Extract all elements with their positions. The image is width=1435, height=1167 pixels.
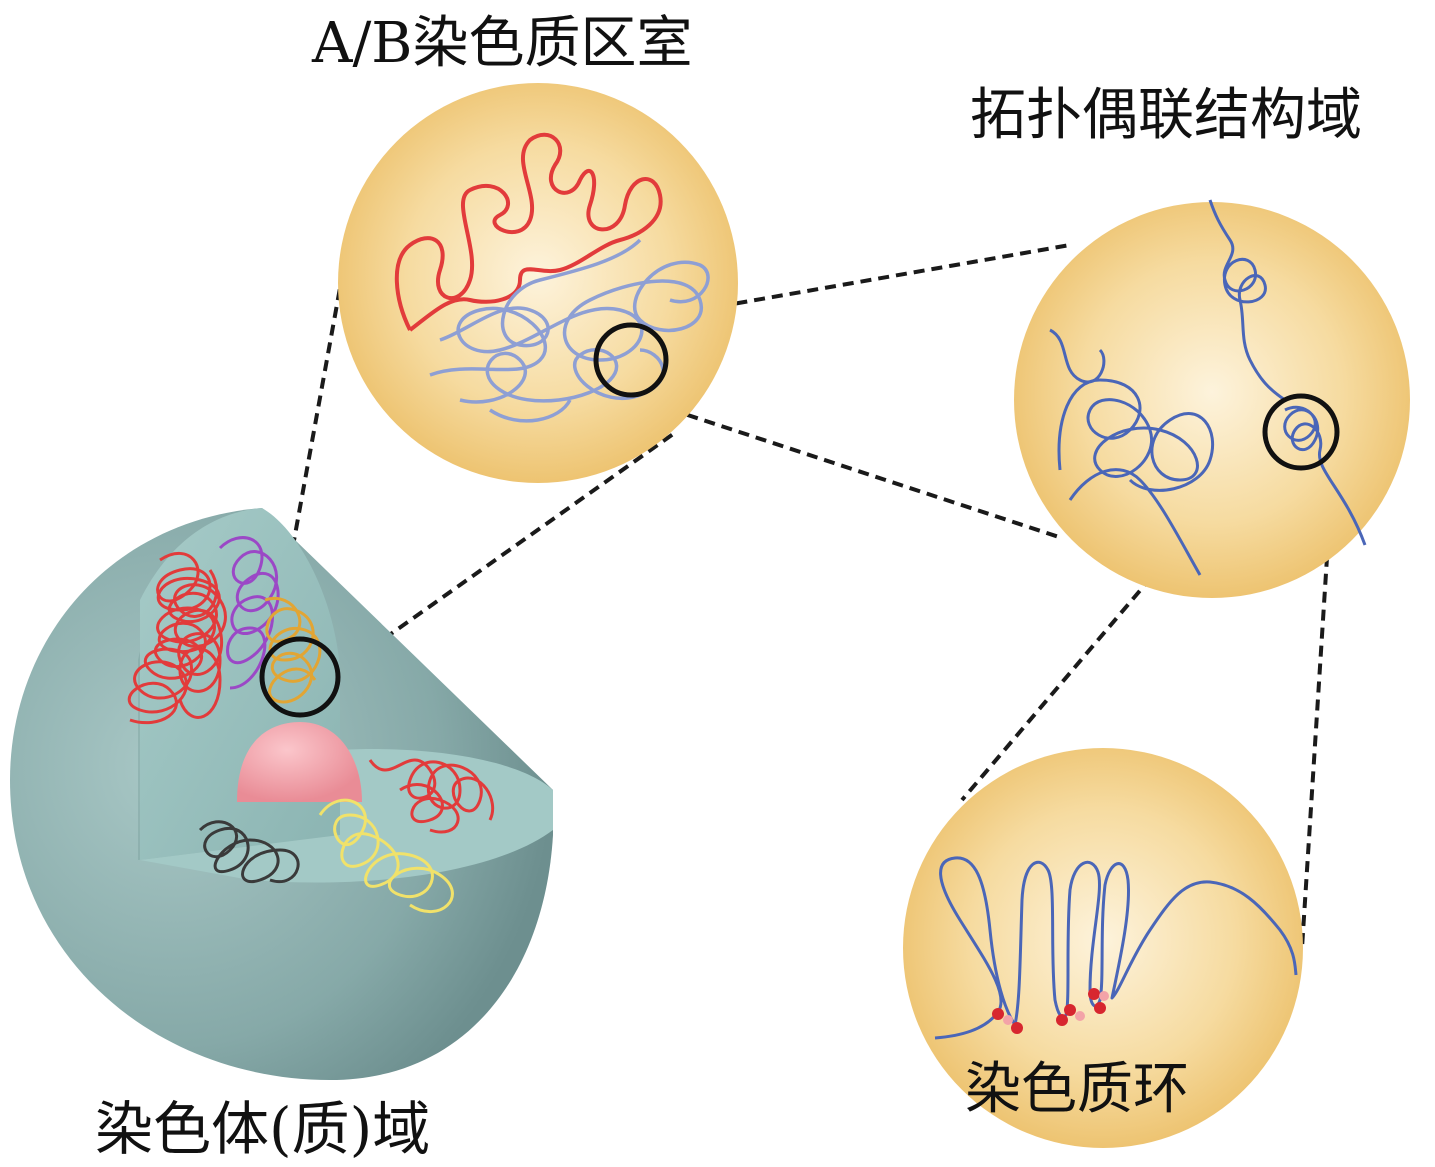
label-chromatin-loop: 染色质环 <box>965 1057 1189 1122</box>
chromatin-yellow-floor <box>318 798 454 913</box>
chromatin-blue-tad-left <box>1049 328 1215 576</box>
loop-anchors <box>992 988 1109 1034</box>
anchor-dot <box>1064 1004 1076 1016</box>
chromatin-blue-tad-knot <box>1283 405 1367 546</box>
zoom-circle-ab <box>593 322 669 398</box>
nucleolus <box>237 722 362 802</box>
anchor-dot <box>1088 988 1100 1000</box>
chromatin-blue-ab <box>429 238 710 423</box>
chromatin-red-floor <box>368 758 495 834</box>
connector-ab-to-tad-bottom <box>635 396 1063 540</box>
anchor-dot <box>1056 1014 1068 1026</box>
chromatin-blue-loops <box>934 856 1298 1040</box>
label-tad: 拓扑偶联结构域 <box>970 83 1362 148</box>
tad-sphere-body <box>1014 202 1410 598</box>
chromatin-blue-tad-top <box>1208 199 1286 402</box>
connector-tad-to-loop-right <box>1300 447 1336 949</box>
label-chromosome-territory: 染色体(质)域 <box>95 1095 431 1163</box>
connector-territory-to-ab-left <box>268 287 342 673</box>
anchor-dot <box>1011 1022 1023 1034</box>
anchor-dot <box>1094 1002 1106 1014</box>
chromatin-orange-wall <box>264 596 322 704</box>
anchor-dot <box>1003 1015 1013 1025</box>
anchor-dot <box>1075 1011 1085 1021</box>
anchor-dot <box>1099 991 1109 1001</box>
chromatin-black-floor <box>198 820 300 884</box>
label-ab-compartment: A/B染色质区室 <box>312 11 693 76</box>
zoom-circle-territory <box>259 636 341 718</box>
nucleus-cutaway <box>10 508 553 1080</box>
chromatin-loop-sphere <box>903 748 1303 1148</box>
chromatin-red-wall-2 <box>173 569 227 719</box>
tad-sphere <box>1014 199 1410 598</box>
chromatin-red-ab <box>394 132 663 332</box>
connector-territory-to-ab-right <box>338 430 678 672</box>
anchor-dot <box>992 1008 1004 1020</box>
zoom-circle-tad <box>1262 393 1340 471</box>
ab-compartment-sphere <box>338 83 738 483</box>
